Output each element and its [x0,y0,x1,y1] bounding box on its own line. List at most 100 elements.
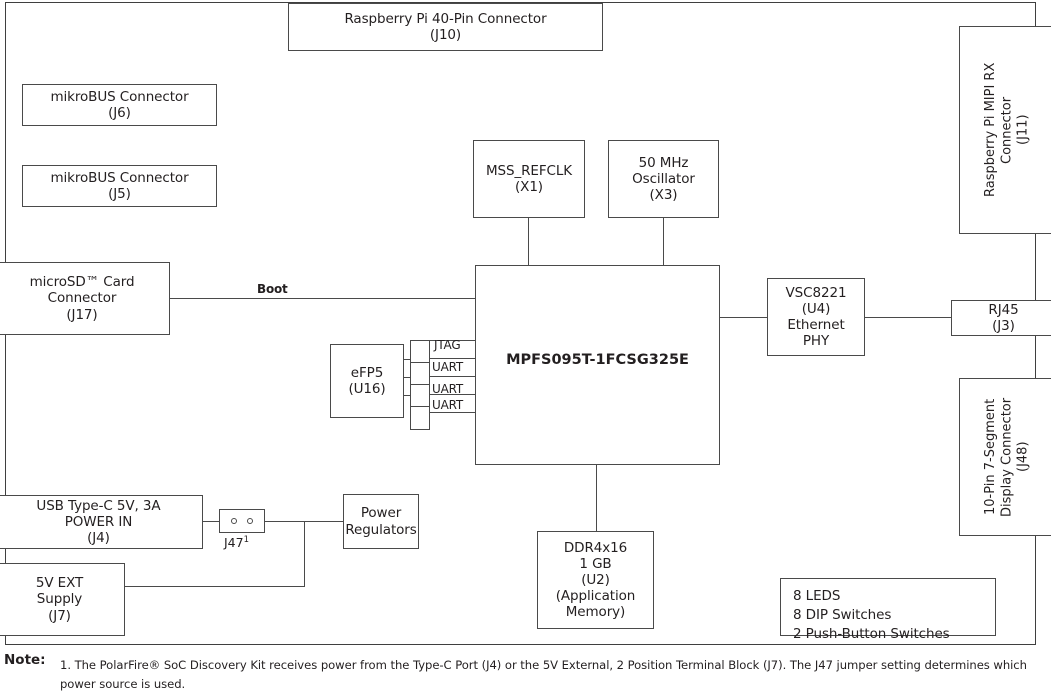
jumper-pin-2 [247,518,254,524]
block-raspberry-pi-mipi-rx-connector[interactable]: Raspberry Pi MIPI RX Connector (J11) [959,26,1051,234]
line-usbc-to-jumper [203,521,219,523]
usb-typec-line1: USB Type-C 5V, 3A [36,497,161,514]
io-block-line3: 2 Push-Button Switches [793,626,950,643]
block-mss-refclk-x1[interactable]: MSS_REFCLK (X1) [473,140,585,218]
label-uart-1: UART [432,360,463,374]
port-divider-2 [411,384,429,386]
block-leds-switches[interactable]: 8 LEDS 8 DIP Switches 2 Push-Button Swit… [780,578,996,642]
note-heading: Note: [4,652,46,668]
efp5-line1: eFP5 [350,364,384,381]
port-divider-1 [411,362,429,364]
mss-refclk-line2: (X1) [515,179,543,195]
line-soc-to-ddr4 [596,464,598,531]
mikrobus-j6-line2: (J6) [108,105,131,121]
io-block-line1: 8 LEDS [793,588,841,604]
microsd-line2: Connector [47,290,117,307]
block-rj45-j3[interactable]: RJ45 (J3) [951,300,1051,336]
ddr4-line2: 1 GB [579,555,612,572]
io-block-line2: 8 DIP Switches [793,607,892,624]
line-phy-to-rj45 [864,317,952,319]
line-uart2-to-soc [429,394,477,396]
ddr4-line4: (Application [555,588,636,605]
microsd-line1: microSD™ Card [29,274,135,291]
ddr4-line5: Memory) [565,604,626,621]
rpi40-line2: (J10) [429,27,462,43]
seven-seg-line1: 10-Pin 7-Segment [983,398,999,516]
ext5v-line3: (J7) [48,607,71,624]
phy-line1: VSC8221 [785,284,847,301]
efp5-port-column [410,340,430,430]
line-uart3-bottom [429,340,477,342]
mipi-rx-line3: (J11) [1015,114,1031,146]
seven-seg-line2: Display Connector [999,397,1015,517]
mipi-rx-line2: Connector [999,96,1015,164]
line-soc-to-phy [719,317,768,319]
ddr4-line3: (U2) [581,571,610,588]
efp5-line2: (U16) [348,381,386,397]
rj45-line2: (J3) [992,318,1015,334]
label-uart-2: UART [432,382,463,396]
line-node-to-regulators [304,521,343,523]
block-usb-type-c-power-in-j4[interactable]: USB Type-C 5V, 3A POWER IN (J4) [0,495,203,549]
line-ext5v-to-node [125,586,305,588]
block-microsd-card-connector[interactable]: microSD™ Card Connector (J17) [0,262,170,335]
power-regulators-line2: Regulators [345,521,417,538]
phy-line2: (U4) [801,300,831,317]
seven-seg-line3: (J48) [1015,441,1031,473]
label-jtag: JTAG [434,338,461,352]
oscillator-line3: (X3) [649,187,678,204]
mikrobus-j6-line1: mikroBUS Connector [50,88,189,105]
block-power-regulators[interactable]: Power Regulators [343,494,419,549]
block-efp5-u16[interactable]: eFP5 (U16) [330,344,404,418]
label-uart-3: UART [432,398,463,412]
usb-typec-line2: POWER IN [64,513,133,530]
mipi-rx-line1: Raspberry Pi MIPI RX [983,62,999,198]
note-body-text: 1. The PolarFire® SoC Discovery Kit rece… [60,658,1027,691]
line-microsd-to-soc [170,298,476,300]
line-uart3-to-soc [429,412,477,414]
mikrobus-j5-line2: (J5) [108,186,131,202]
usb-typec-line3: (J4) [87,530,110,547]
port-divider-3 [411,406,429,408]
phy-line4: PHY [802,333,830,350]
ext5v-line1: 5V EXT [35,575,84,592]
note-section: Note: 1. The PolarFire® SoC Discovery Ki… [0,650,1051,696]
label-j47-footnote-marker: 1 [243,535,250,545]
label-j47-text: J47 [224,535,244,551]
line-refclk-to-soc [528,218,530,266]
line-efp5-port-1 [403,359,412,361]
line-jumper-to-node [265,521,305,523]
mikrobus-j5-line1: mikroBUS Connector [50,169,189,186]
block-5v-ext-supply-j7[interactable]: 5V EXT Supply (J7) [0,563,125,636]
ext5v-line2: Supply [36,591,83,608]
block-soc-mpfs095t[interactable]: MPFS095T-1FCSG325E [475,265,720,465]
block-mikrobus-connector-j6[interactable]: mikroBUS Connector (J6) [22,84,217,126]
block-ddr4-memory-u2[interactable]: DDR4x16 1 GB (U2) (Application Memory) [537,531,654,629]
microsd-line3: (J17) [66,306,98,323]
line-uart1-to-soc [429,376,477,378]
block-ethernet-phy-vsc8221[interactable]: VSC8221 (U4) Ethernet PHY [767,278,865,356]
block-mikrobus-connector-j5[interactable]: mikroBUS Connector (J5) [22,165,217,207]
block-7segment-display-connector[interactable]: 10-Pin 7-Segment Display Connector (J48) [959,378,1051,536]
label-j47: J471 [224,535,249,550]
oscillator-line1: 50 MHz [638,154,689,171]
soc-part-number: MPFS095T-1FCSG325E [506,352,689,368]
phy-line3: Ethernet [787,317,845,333]
ddr4-line1: DDR4x16 [563,539,628,556]
line-jtag-to-soc [429,358,477,360]
line-oscillator-to-soc [663,218,665,266]
oscillator-line2: Oscillator [632,170,695,187]
jumper-j47[interactable] [219,509,265,533]
power-regulators-line1: Power [360,505,402,522]
block-oscillator-x3[interactable]: 50 MHz Oscillator (X3) [608,140,719,218]
block-raspberry-pi-40pin-connector[interactable]: Raspberry Pi 40-Pin Connector (J10) [288,3,603,51]
mss-refclk-line1: MSS_REFCLK [485,162,572,179]
line-power-merge-vertical [304,521,306,587]
diagram-canvas: Raspberry Pi 40-Pin Connector (J10) mikr… [0,2,1051,645]
line-efp5-port-2 [403,377,412,379]
label-boot: Boot [257,282,288,296]
rj45-line1: RJ45 [988,301,1019,318]
jumper-pin-1 [230,518,237,524]
rpi40-line1: Raspberry Pi 40-Pin Connector [344,10,547,27]
